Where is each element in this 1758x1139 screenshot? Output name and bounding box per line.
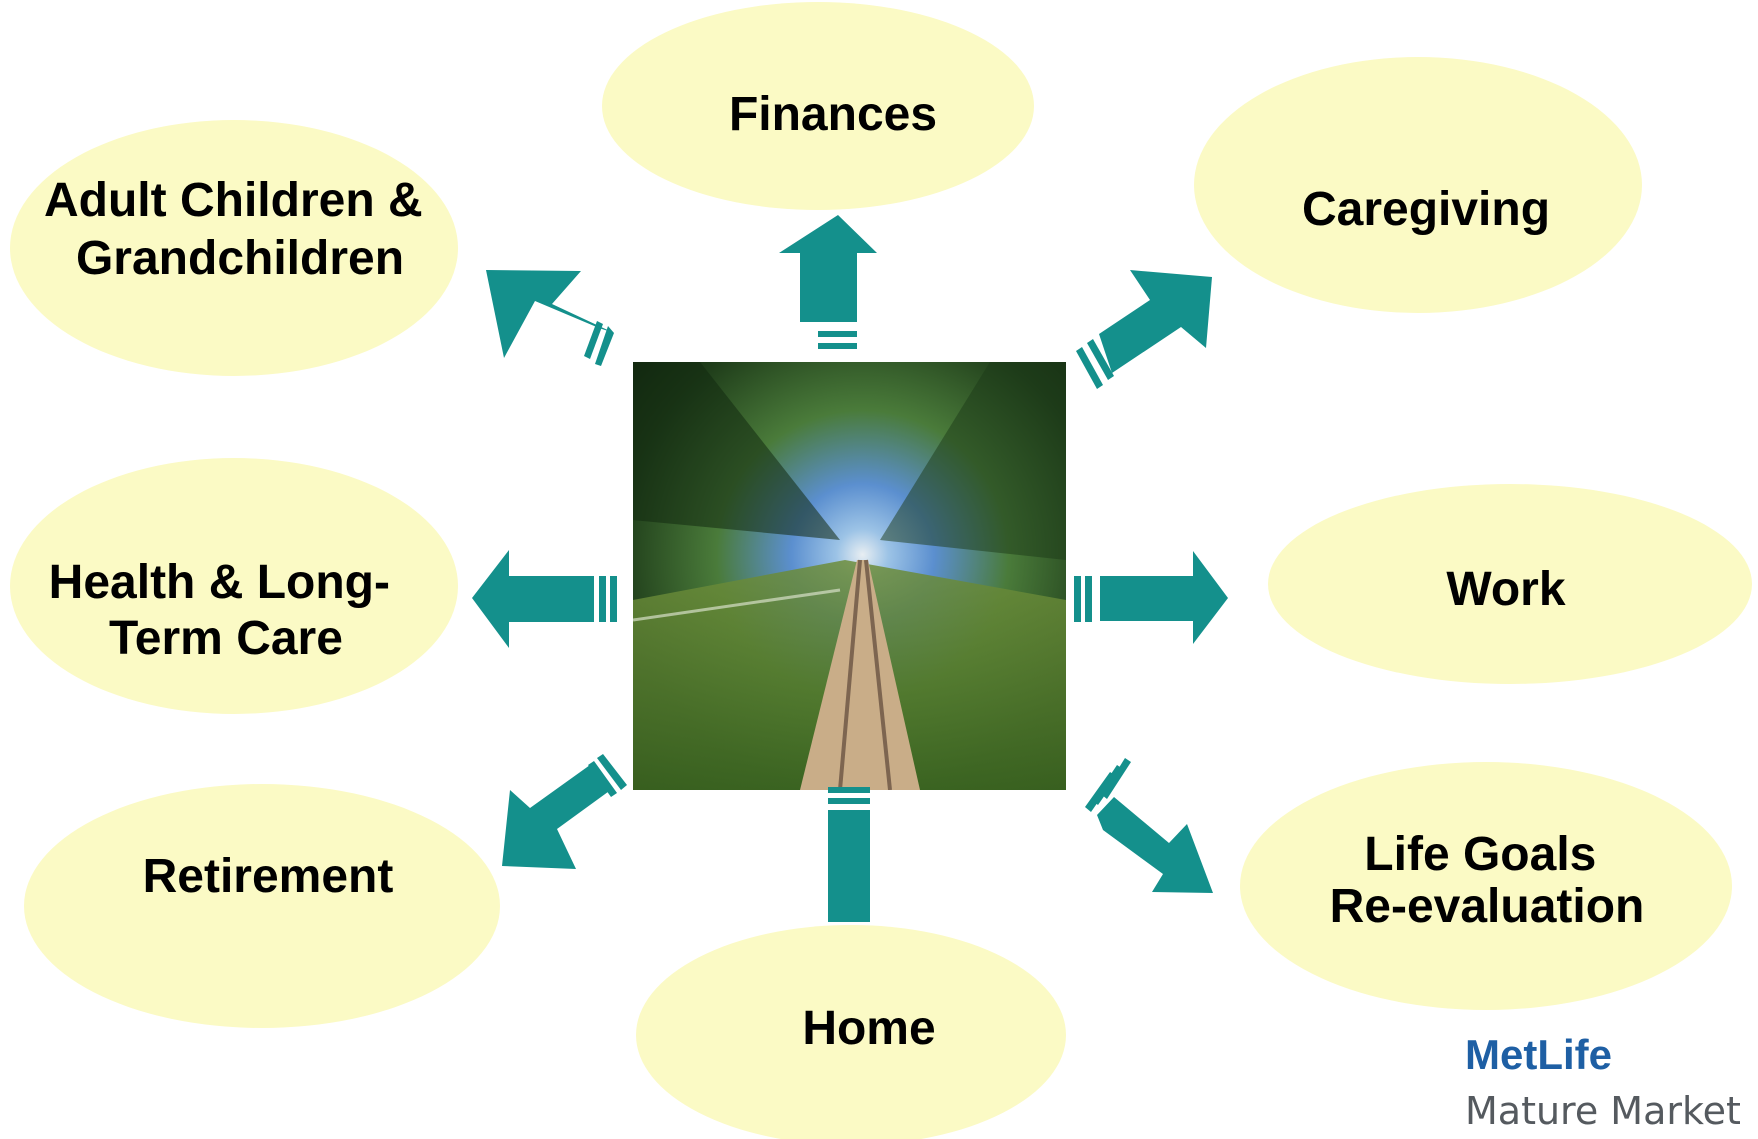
center-photo	[633, 362, 1066, 790]
arrow-right	[1074, 551, 1228, 644]
bubble-health: Health & Long- Term Care	[10, 458, 458, 714]
logo-tagline: Mature Market	[1465, 1089, 1741, 1133]
arrow-down	[828, 787, 870, 922]
arrow-left	[472, 550, 617, 648]
metlife-logo: MetLife Mature Market	[1465, 1031, 1741, 1133]
arrow-up	[779, 215, 877, 349]
arrow-down-left	[502, 754, 627, 869]
life-goals-label: Life Goals Re-evaluation	[1330, 828, 1645, 933]
arrows	[472, 215, 1228, 922]
bubble-retirement: Retirement	[24, 784, 500, 1028]
arrow-up-right	[1076, 270, 1212, 389]
adult-children-label: Adult Children & Grandchildren	[44, 174, 436, 285]
finances-label: Finances	[729, 88, 937, 141]
bubble-home: Home	[636, 925, 1066, 1139]
caregiving-label: Caregiving	[1302, 183, 1550, 236]
bubble-caregiving: Caregiving	[1194, 57, 1642, 313]
home-label: Home	[802, 1002, 935, 1055]
work-label: Work	[1446, 563, 1565, 616]
bubble-work: Work	[1268, 484, 1752, 684]
health-label: Health & Long- Term Care	[49, 556, 404, 665]
logo-name: MetLife	[1465, 1031, 1612, 1078]
arrow-up-left	[486, 270, 614, 366]
bubble-life-goals: Life Goals Re-evaluation	[1240, 762, 1732, 1010]
arrow-down-right	[1085, 758, 1213, 893]
bubble-adult-children: Adult Children & Grandchildren	[10, 120, 458, 376]
bubble-finances: Finances	[602, 2, 1034, 210]
retirement-label: Retirement	[143, 850, 394, 903]
